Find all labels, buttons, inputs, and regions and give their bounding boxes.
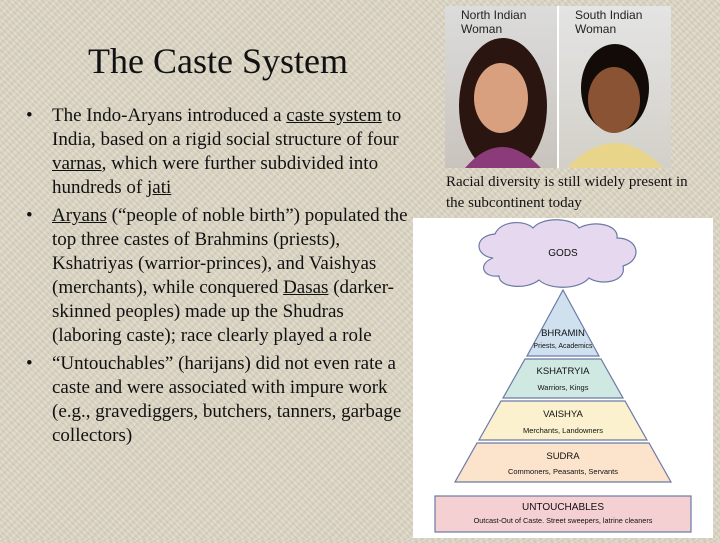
tier-kshatriya-name: KSHATRYIA xyxy=(537,366,591,377)
bullet-item-2: • Aryans (“people of noble birth”) popul… xyxy=(24,204,414,348)
gods-label: GODS xyxy=(548,248,578,259)
tier-vaishya xyxy=(477,400,649,441)
tier-vaishya-name: VAISHYA xyxy=(543,409,583,420)
tier-sudra-desc: Commoners, Peasants, Servants xyxy=(508,467,618,476)
pyramid-svg: GODS BHRAMIN Priests, Academics KSHATRYI… xyxy=(434,219,692,533)
tier-brahmin-desc: Priests, Academics xyxy=(533,343,593,350)
gods-cloud: GODS xyxy=(478,219,637,288)
photo-comparison: North Indian Woman South Indian Woman xyxy=(445,6,671,168)
bullet-list: • The Indo-Aryans introduced a caste sys… xyxy=(24,104,414,452)
bullet-text: to India, based on a rigid social struct… xyxy=(52,105,402,150)
south-indian-woman-photo: South Indian Woman xyxy=(559,6,671,168)
tier-vaishya-desc: Merchants, Landowners xyxy=(523,426,603,435)
photo-caption: Racial diversity is still widely present… xyxy=(446,174,688,211)
bullet-dot: • xyxy=(26,353,33,374)
caste-pyramid-diagram: GODS BHRAMIN Priests, Academics KSHATRYI… xyxy=(413,218,713,538)
north-indian-woman-photo: North Indian Woman xyxy=(445,6,557,168)
bullet-item-3: • “Untouchables” (harijans) did not even… xyxy=(24,352,414,448)
untouchables-box xyxy=(434,495,692,533)
dasas-link[interactable]: Dasas xyxy=(283,277,329,298)
bullet-text: (“people of noble birth”) populated the … xyxy=(52,205,408,298)
jati-link[interactable]: jati xyxy=(146,177,172,198)
caste-system-link[interactable]: caste system xyxy=(286,105,382,126)
bullet-text: , which were further subdivided into hun… xyxy=(52,153,379,198)
south-indian-label: South Indian Woman xyxy=(575,8,643,36)
north-indian-label: North Indian Woman xyxy=(461,8,527,36)
bullet-text: “Untouchables” (harijans) did not even r… xyxy=(52,353,402,446)
untouchables-name: UNTOUCHABLES xyxy=(522,502,604,513)
tier-kshatriya-desc: Warriors, Kings xyxy=(538,383,589,392)
tier-sudra xyxy=(453,442,673,483)
portrait-placeholder-icon xyxy=(567,44,663,168)
untouchables-desc: Outcast-Out of Caste. Street sweepers, l… xyxy=(474,516,653,525)
bullet-dot: • xyxy=(26,105,33,126)
bullet-text: The Indo-Aryans introduced a xyxy=(52,105,287,126)
portrait-placeholder-icon xyxy=(459,38,547,168)
tier-brahmin-name: BHRAMIN xyxy=(541,328,585,339)
bullet-item-1: • The Indo-Aryans introduced a caste sys… xyxy=(24,104,414,200)
aryans-link[interactable]: Aryans xyxy=(52,205,107,226)
tier-brahmin xyxy=(525,288,601,357)
tier-sudra-name: SUDRA xyxy=(546,451,580,462)
bullet-text: (darker-skinned peoples) made up the Shu… xyxy=(52,277,395,346)
tier-kshatriya xyxy=(501,358,625,399)
bullet-dot: • xyxy=(26,205,33,226)
varnas-link[interactable]: varnas xyxy=(52,153,102,174)
slide-title: The Caste System xyxy=(88,41,348,81)
